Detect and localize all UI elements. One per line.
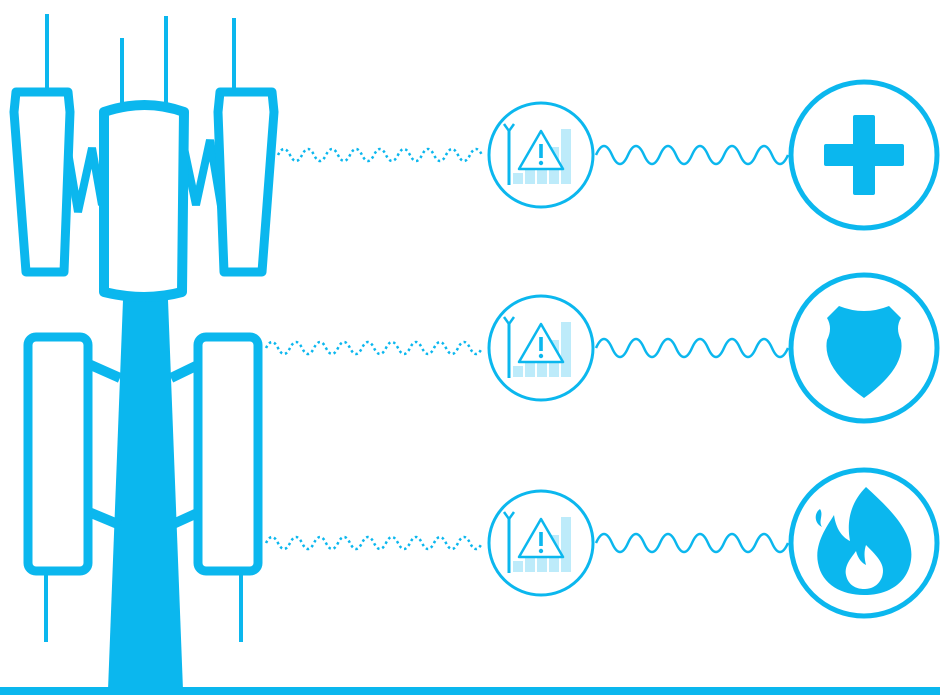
police-badge-icon — [788, 272, 940, 424]
channel-row-fire — [264, 467, 940, 619]
signal-alert-icon — [487, 489, 595, 597]
antenna-panel-center — [99, 100, 189, 302]
cell-tower-icon — [9, 14, 279, 690]
solid-wave-link — [594, 532, 790, 554]
ground-line — [0, 687, 940, 695]
antenna-panel — [193, 332, 263, 576]
antenna-panel — [213, 87, 279, 277]
medical-cross-icon — [788, 79, 940, 231]
signal-alert-icon — [487, 294, 595, 402]
dotted-wave-link — [276, 147, 484, 163]
dotted-wave-link — [264, 340, 484, 356]
antenna-panel — [23, 332, 93, 576]
solid-wave-link — [594, 144, 790, 166]
fire-icon — [788, 467, 940, 619]
channel-row-police — [264, 272, 940, 424]
signal-alert-icon — [487, 101, 595, 209]
dotted-wave-link — [264, 535, 484, 551]
tower-mast — [108, 300, 183, 690]
channel-row-medical — [276, 79, 940, 231]
solid-wave-link — [594, 337, 790, 359]
antenna-panel — [9, 87, 75, 277]
